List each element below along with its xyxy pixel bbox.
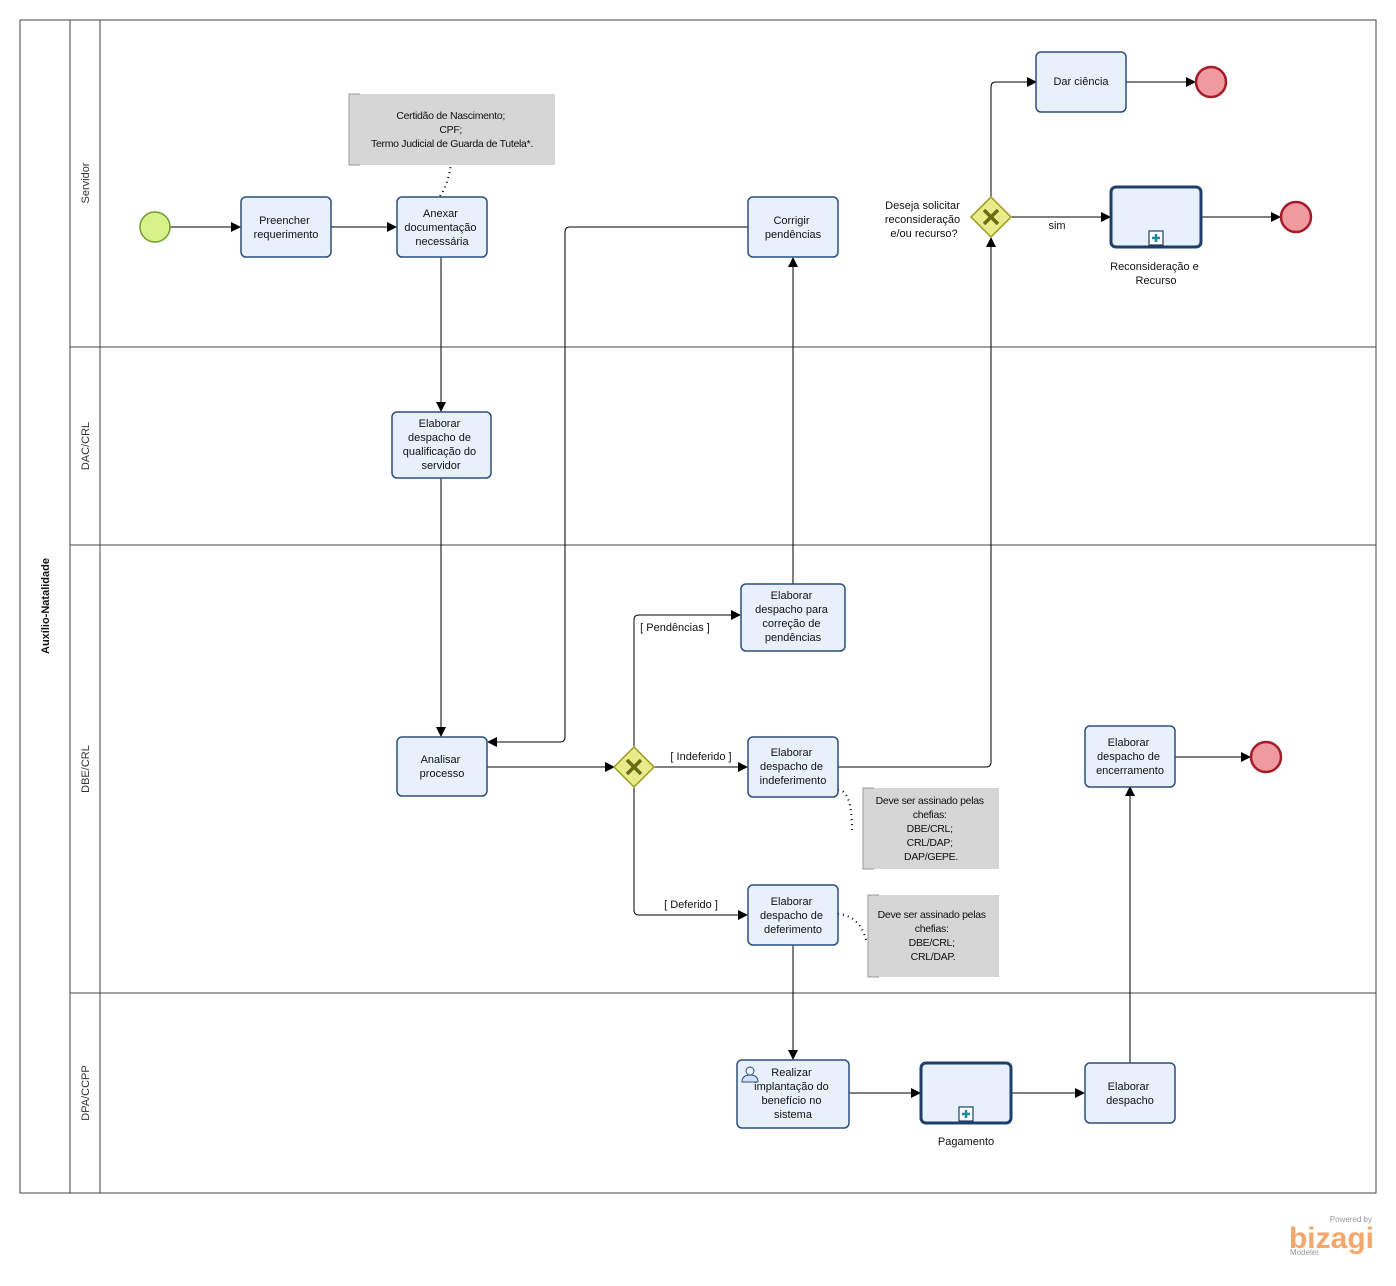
flow-indeferimento-to-gateway2 <box>838 237 996 768</box>
annotation-deferimento: Deve ser assinado pelas chefias: DBE/CRL… <box>867 894 999 978</box>
task-elaborar-despacho-indeferimento[interactable]: Elaborar despacho de indeferimento <box>747 736 839 798</box>
pool-title: Auxílio-Natalidade <box>40 558 52 654</box>
svg-text:Elaborar despacho de: Elaborar despacho de qualificação do ser… <box>403 418 479 472</box>
task-anexar-documentacao[interactable]: Anexar documentação necessária <box>396 196 488 258</box>
svg-text:Analisar processo: Analisar processo <box>420 754 465 780</box>
expand-icon <box>958 1106 974 1122</box>
svg-text:Dar ciência: Dar ciência <box>1053 76 1109 88</box>
flow-label-deferido: [ Deferido ] <box>664 899 718 911</box>
flow-gateway-to-deferimento <box>633 787 748 920</box>
modeler-text: Modeler <box>1290 1248 1319 1257</box>
lane-dividers <box>70 346 1376 994</box>
task-elaborar-despacho-correcao[interactable]: Elaborar despacho para correção de pendê… <box>740 583 846 652</box>
exclusive-gateway-recurso[interactable] <box>969 195 1013 239</box>
flow-gateway-to-correcao <box>633 610 741 747</box>
flow-label-sim: sim <box>1048 220 1065 232</box>
svg-text:Deve ser assinado pelas: Deve ser assinado pelas chefias: DBE/CRL… <box>878 909 989 963</box>
subprocess-reconsideracao-label: Reconsideração e Recurso <box>1110 261 1202 287</box>
svg-text:Preencher requerimento: Preencher requerimento <box>254 215 319 241</box>
flow-gateway2-to-darciencia <box>990 77 1037 197</box>
sequence-flows <box>170 77 1281 1098</box>
powered-by-text: Powered by <box>1330 1215 1372 1224</box>
flow-label-indeferido: [ Indeferido ] <box>670 751 731 763</box>
annotation-documentos: Certidão de Nascimento; CPF; Termo Judic… <box>348 93 555 166</box>
lane-label-dbe-crl: DBE/CRL <box>80 745 92 793</box>
task-preencher-requerimento[interactable]: Preencher requerimento <box>240 196 332 258</box>
lane-label-servidor: Servidor <box>80 162 92 203</box>
expand-icon <box>1148 230 1164 246</box>
svg-text:Elaborar despacho de: Elaborar despacho de indeferimento <box>760 747 827 787</box>
start-event[interactable] <box>139 211 171 243</box>
svg-text:Certidão de Nascimento;: Certidão de Nascimento; CPF; Termo Judic… <box>371 110 533 150</box>
flow-corrigir-to-analisar <box>487 226 748 747</box>
task-corrigir-pendencias[interactable]: Corrigir pendências <box>747 196 839 258</box>
svg-text:Elaborar despacho de: Elaborar despacho de deferimento <box>760 896 826 936</box>
associations <box>439 163 867 941</box>
flow-label-pendencias: [ Pendências ] <box>640 622 710 634</box>
task-elaborar-despacho-deferimento[interactable]: Elaborar despacho de deferimento <box>747 884 839 946</box>
end-event-dar-ciencia[interactable] <box>1194 65 1228 99</box>
exclusive-gateway-analise[interactable] <box>612 745 656 789</box>
task-analisar-processo[interactable]: Analisar processo <box>396 736 488 797</box>
task-realizar-implantacao[interactable]: Realizar implantação do benefício no sis… <box>736 1059 850 1129</box>
logo-text: bizagi <box>1289 1222 1374 1255</box>
svg-text:Anexar documentação: Anexar documentação necessária <box>404 208 479 248</box>
svg-text:Realizar implantação do: Realizar implantação do benefício no sis… <box>754 1067 832 1121</box>
association-anexar-docs <box>439 163 452 197</box>
subprocess-pagamento[interactable] <box>919 1061 1013 1125</box>
svg-text:Deve ser assinado pelas: Deve ser assinado pelas chefias: DBE/CRL… <box>876 795 987 863</box>
annotation-indeferimento: Deve ser assinado pelas chefias: DBE/CRL… <box>862 787 999 870</box>
svg-text:Elaborar despacho: Elaborar despacho <box>1106 1081 1154 1107</box>
svg-text:Elaborar despacho de: Elaborar despacho de encerramento <box>1096 737 1164 777</box>
end-event-encerramento[interactable] <box>1249 740 1283 774</box>
task-elaborar-despacho-qualificacao[interactable]: Elaborar despacho de qualificação do ser… <box>391 411 492 479</box>
lane-label-dac-crl: DAC/CRL <box>80 422 92 470</box>
task-elaborar-despacho-encerramento[interactable]: Elaborar despacho de encerramento <box>1084 725 1176 788</box>
svg-text:Corrigir pendências: Corrigir pendências <box>765 215 822 241</box>
bizagi-logo: Powered by bizagi Modeler <box>1289 1215 1374 1257</box>
task-elaborar-despacho[interactable]: Elaborar despacho <box>1084 1062 1176 1124</box>
task-dar-ciencia[interactable]: Dar ciência <box>1035 51 1127 113</box>
subprocess-reconsideracao-recurso[interactable] <box>1109 185 1203 249</box>
end-event-reconsideracao[interactable] <box>1279 200 1313 234</box>
association-indeferimento-note <box>837 789 853 831</box>
user-task-icon <box>741 1066 759 1083</box>
svg-text:Elaborar despacho para: Elaborar despacho para correção de pendê… <box>755 590 831 644</box>
gateway-recurso-question: Deseja solicitar reconsideração e/ou rec… <box>885 200 963 240</box>
subprocess-pagamento-label: Pagamento <box>938 1136 994 1148</box>
lane-label-dpa-ccpp: DPA/CCPP <box>80 1065 92 1120</box>
